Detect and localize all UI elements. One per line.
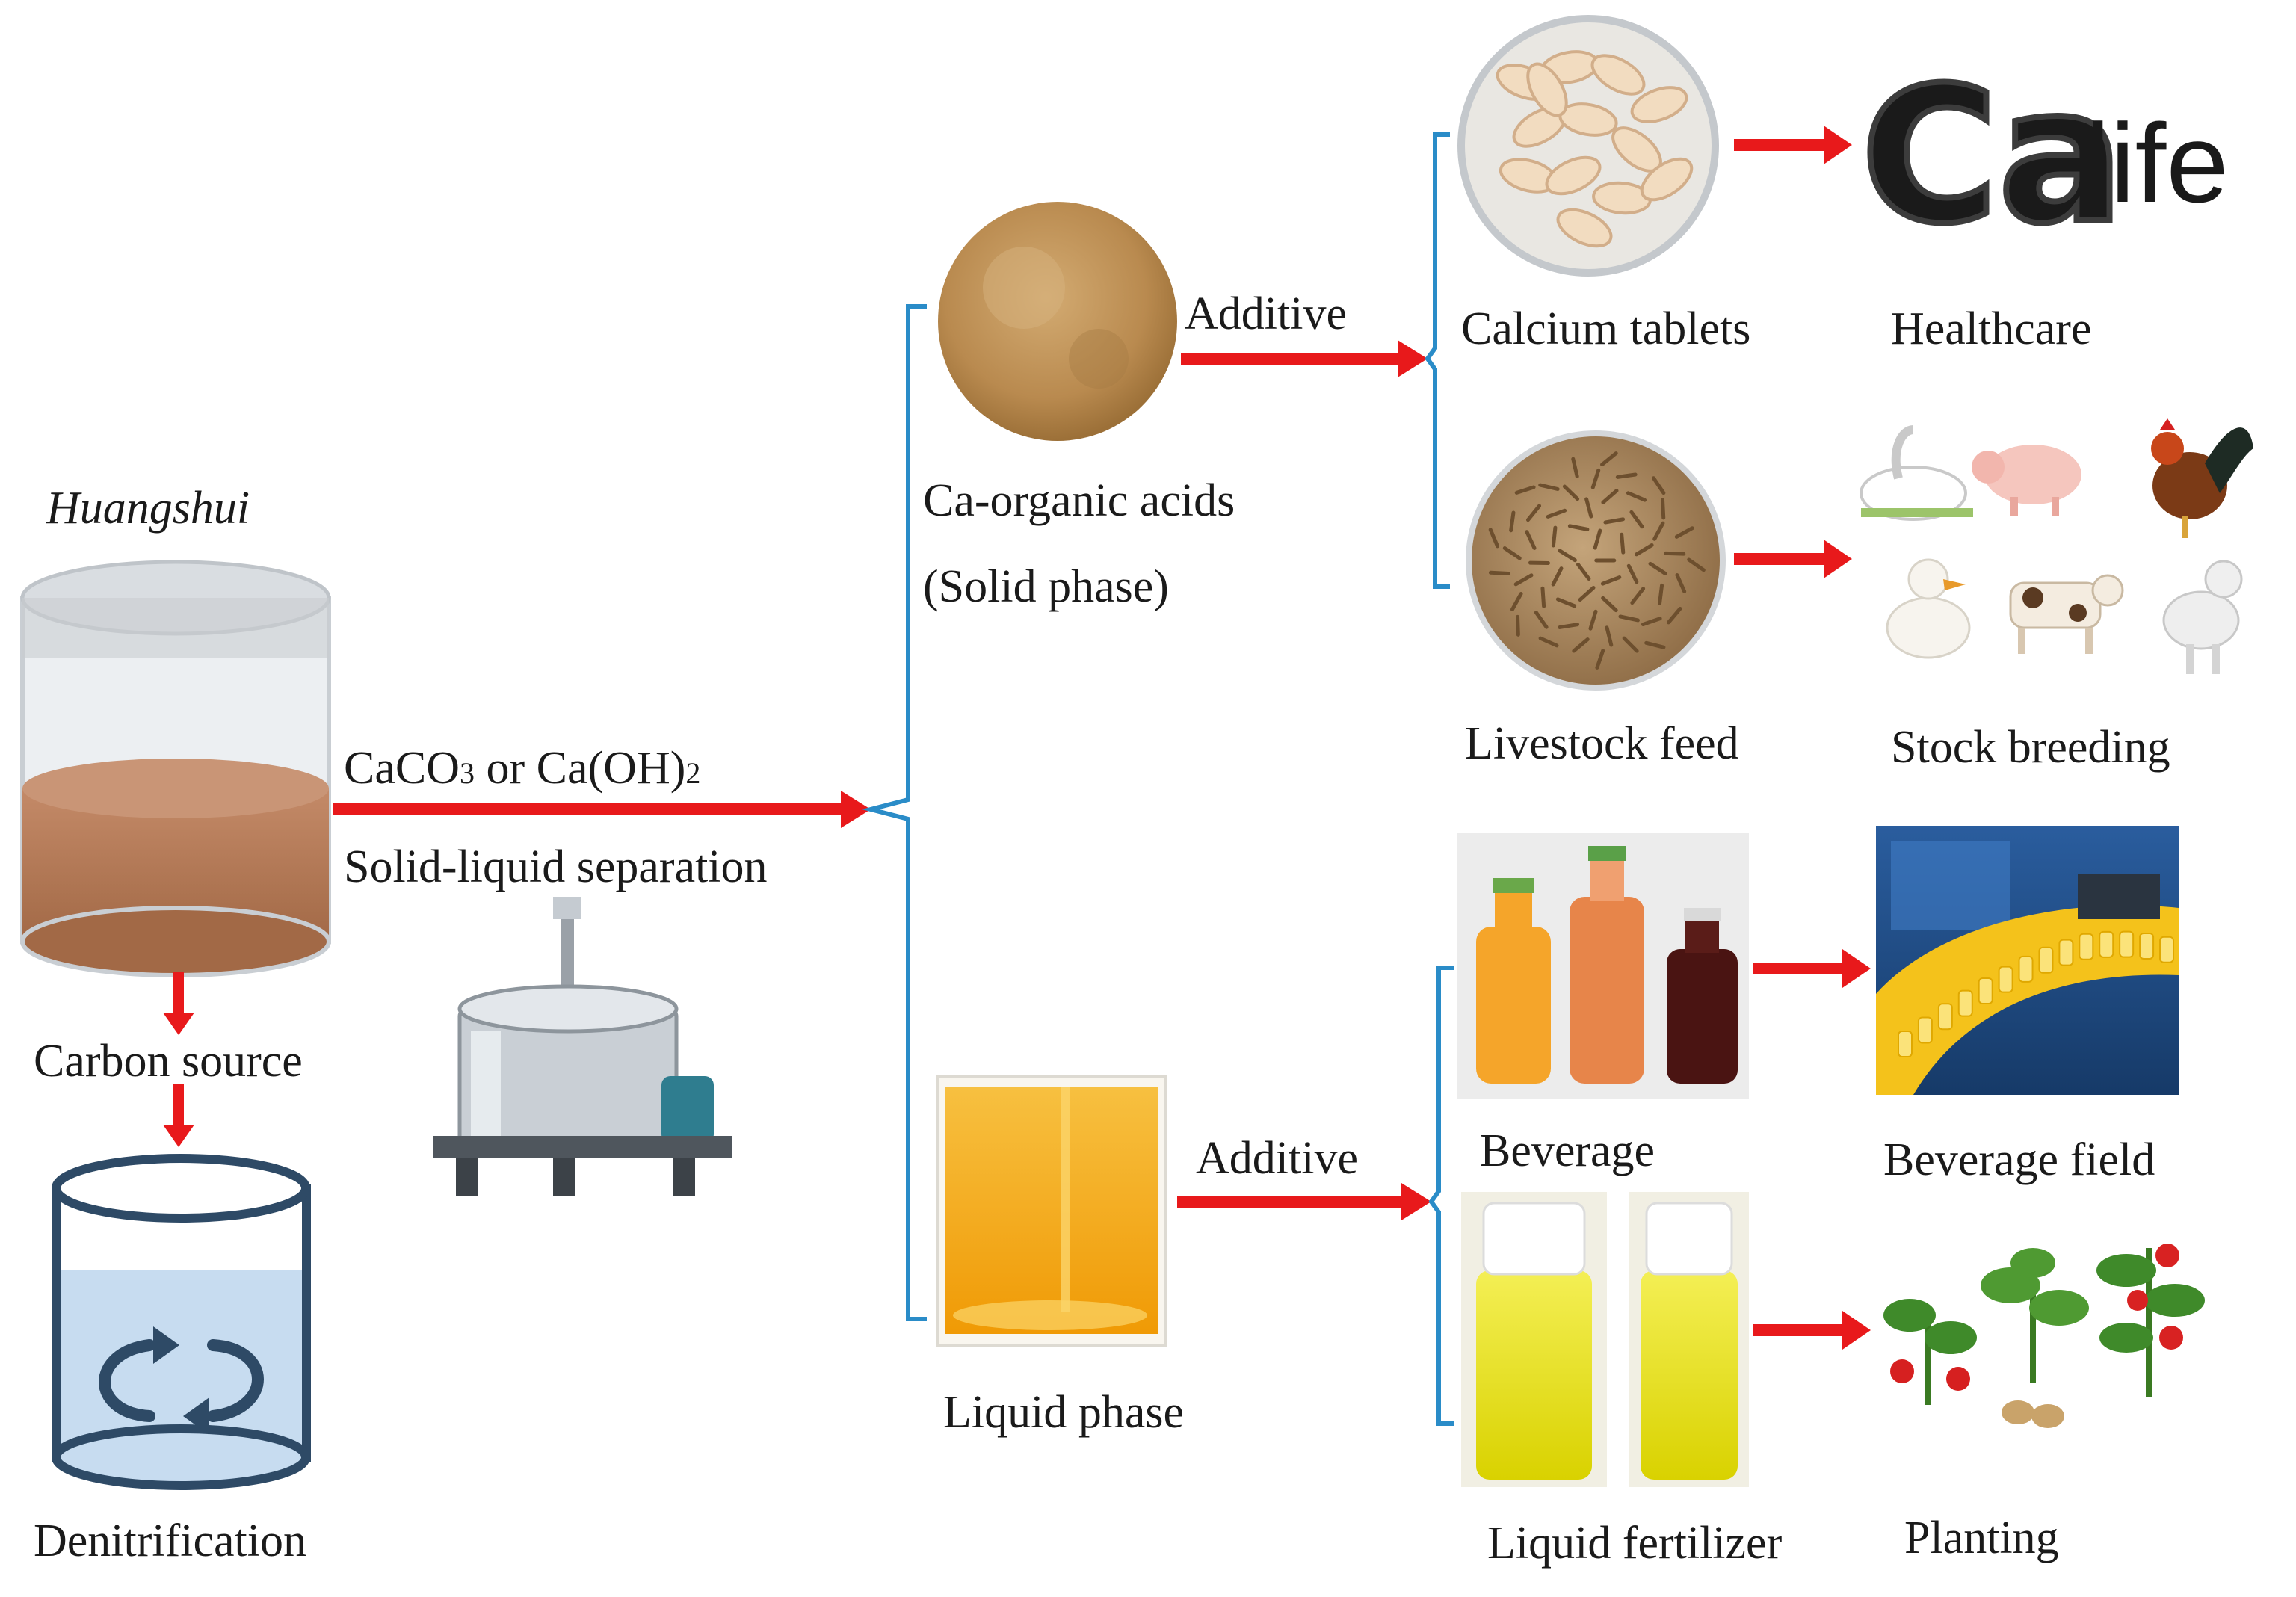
line-bottle (2059, 940, 2073, 966)
liquid-beaker-icon (938, 1076, 1166, 1345)
planting-label: Planting (1904, 1513, 2059, 1563)
ca-life-logo: Ca life (1861, 47, 2229, 265)
line-bottle (2039, 948, 2052, 973)
calcium-tablets-icon (1461, 19, 1715, 273)
denitrification-reactor-icon (56, 1158, 306, 1486)
pellet (1543, 588, 1544, 606)
pellet (1518, 617, 1519, 634)
healthcare-arrow (1734, 126, 1852, 164)
pellet (1511, 513, 1513, 531)
beverage-field-label: Beverage field (1883, 1134, 2155, 1185)
plants-icon (1883, 1244, 2205, 1428)
line-bottle (1919, 1017, 1932, 1042)
livestock-animals-icon (1854, 392, 2265, 684)
line-bottle (2140, 933, 2153, 959)
source-label: Huangshui (46, 483, 250, 534)
pellet (1660, 585, 1662, 603)
additive-arrow-bottom (1177, 1183, 1431, 1220)
livestock-feed-label: Livestock feed (1465, 718, 1739, 769)
planting-arrow (1753, 1311, 1871, 1350)
pellet (1622, 534, 1623, 552)
solid-products-bracket (1428, 135, 1450, 587)
line-bottle (2079, 934, 2093, 960)
powder-dish-icon (938, 202, 1177, 441)
line-bottle (2099, 932, 2113, 957)
fertilizer-bottles-icon (1461, 1192, 1749, 1487)
stock-breeding-label: Stock breeding (1891, 722, 2170, 773)
denitrification-label: Denitrification (34, 1516, 306, 1566)
additive-label-bottom: Additive (1196, 1133, 1358, 1184)
pellet (1662, 500, 1663, 518)
line-bottle (2160, 937, 2173, 963)
pellet (1490, 572, 1508, 573)
feed-pellets-icon (1469, 433, 1723, 688)
stock-breeding-arrow (1734, 540, 1852, 578)
line-bottle (1959, 991, 1972, 1016)
line-bottle (1898, 1031, 1912, 1057)
line-bottle (1979, 978, 1993, 1004)
carbon-source-arrow (163, 972, 194, 1035)
separation-arrow (333, 791, 871, 828)
liquid-phase-label: Liquid phase (943, 1387, 1184, 1438)
centrifuge-icon (433, 897, 732, 1196)
liquid-products-bracket (1431, 968, 1454, 1424)
carbon-source-label: Carbon source (34, 1036, 303, 1087)
fermentation-tank-icon (22, 562, 329, 975)
additive-label-top: Additive (1185, 288, 1347, 339)
calcium-tablets-label: Calcium tablets (1461, 303, 1750, 354)
liquid-fertilizer-label: Liquid fertilizer (1487, 1518, 1783, 1569)
additive-arrow-top (1181, 340, 1428, 377)
phase-bracket (871, 306, 927, 1319)
logo-life-text: life (2085, 100, 2229, 226)
line-bottle (2019, 957, 2033, 982)
line-bottle (1939, 1004, 1952, 1029)
pellet (1666, 553, 1684, 554)
beverage-label: Beverage (1480, 1125, 1655, 1176)
pellet (1617, 475, 1635, 477)
bottling-line-icon (1876, 826, 2179, 1095)
healthcare-label: Healthcare (1891, 303, 2091, 354)
reagent-label: CaCO3 or Ca(OH)2 (344, 743, 700, 794)
beverage-field-arrow (1753, 949, 1871, 988)
denitrification-arrow (163, 1084, 194, 1147)
solid-phase-label-line1: Ca-organic acids (923, 475, 1235, 526)
separation-label: Solid-liquid separation (344, 841, 768, 892)
line-bottle (2120, 932, 2133, 957)
solid-phase-label-line2: (Solid phase) (923, 561, 1169, 612)
pellet (1553, 528, 1555, 546)
beverage-bottles-icon (1457, 833, 1749, 1099)
line-bottle (1999, 967, 2013, 992)
